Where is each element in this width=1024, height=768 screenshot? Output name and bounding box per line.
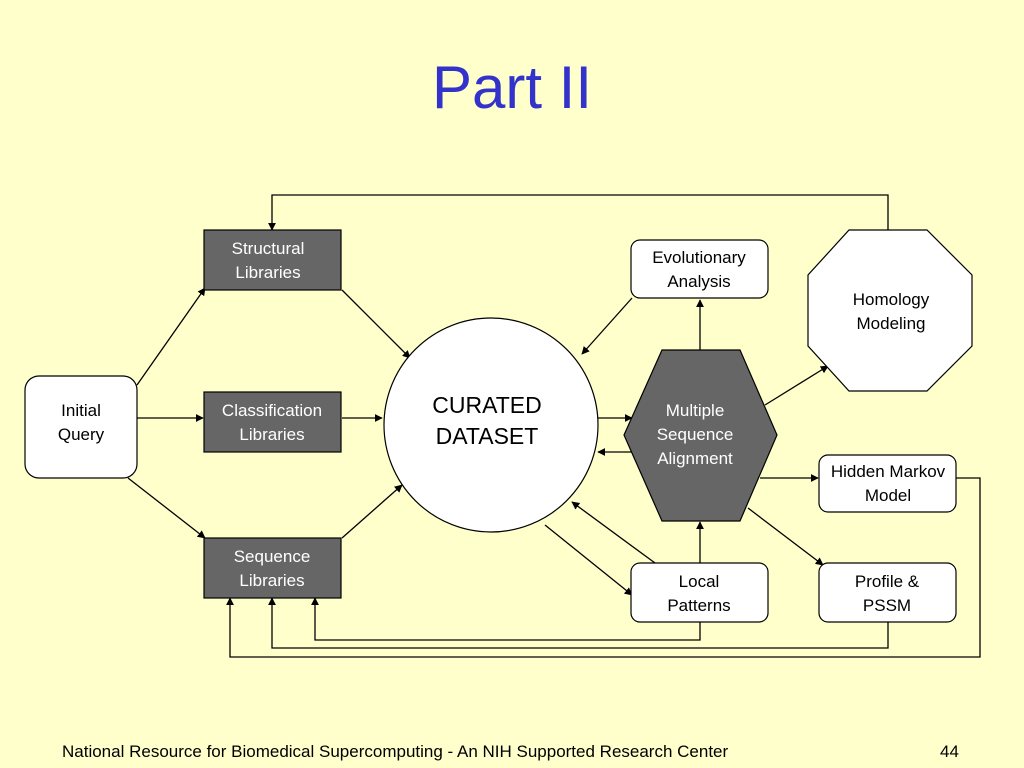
structural-libraries-line-2: Libraries <box>235 263 300 282</box>
classification-libraries-line-1: Classification <box>222 401 322 420</box>
structural-libraries-line-1: Structural <box>232 239 305 258</box>
node-homology-modeling: Homology Modeling <box>807 229 973 392</box>
profile-pssm-line-1: Profile & <box>855 572 920 591</box>
curated-dataset-line-1: CURATED <box>432 392 541 418</box>
edge-evolutionary-to-curated <box>581 297 633 355</box>
msa-line-3: Alignment <box>657 449 733 468</box>
node-multiple-sequence-alignment: Multiple Sequence Alignment <box>623 349 778 522</box>
edge-hmm-to-sequence <box>226 477 981 658</box>
evolutionary-analysis-line-1: Evolutionary <box>652 248 746 267</box>
node-structural-libraries: Structural Libraries <box>203 229 342 291</box>
hmm-line-1: Hidden Markov <box>831 462 946 481</box>
edge-query-to-sequence <box>127 477 206 539</box>
sequence-libraries-line-2: Libraries <box>239 571 304 590</box>
connectors <box>127 194 981 658</box>
curated-dataset-line-2: DATASET <box>436 423 539 449</box>
node-local-patterns: Local Patterns <box>630 562 769 623</box>
edge-profile-to-sequence <box>268 597 889 649</box>
node-initial-query: Initial Query <box>24 375 138 479</box>
local-patterns-line-2: Patterns <box>667 596 730 615</box>
node-profile-pssm: Profile & PSSM <box>818 562 957 623</box>
page-number: 44 <box>940 742 959 761</box>
edge-local-to-sequence <box>311 597 701 641</box>
edge-local-to-curated <box>571 501 656 564</box>
edge-msa-to-profile <box>747 507 824 566</box>
evolutionary-analysis-line-2: Analysis <box>667 272 730 291</box>
homology-modeling-line-1: Homology <box>853 290 930 309</box>
profile-pssm-line-2: PSSM <box>863 596 911 615</box>
edge-homology-to-structural <box>268 194 889 231</box>
msa-line-2: Sequence <box>657 425 734 444</box>
edge-msa-to-homology <box>764 365 829 406</box>
homology-modeling-line-2: Modeling <box>857 314 926 333</box>
edge-structural-to-curated <box>341 289 411 359</box>
node-sequence-libraries: Sequence Libraries <box>203 537 342 599</box>
local-patterns-line-1: Local <box>679 572 720 591</box>
initial-query-line-1: Initial <box>61 401 101 420</box>
edge-query-to-structural <box>136 287 206 386</box>
edge-sequence-to-curated <box>341 484 403 539</box>
node-evolutionary-analysis: Evolutionary Analysis <box>630 239 769 299</box>
node-classification-libraries: Classification Libraries <box>203 391 342 453</box>
edge-curated-to-local <box>544 524 633 596</box>
classification-libraries-line-2: Libraries <box>239 425 304 444</box>
hmm-line-2: Model <box>865 486 911 505</box>
slide-footer: National Resource for Biomedical Superco… <box>62 742 729 761</box>
slide-title: Part II <box>431 54 593 121</box>
node-hidden-markov-model: Hidden Markov Model <box>818 454 957 513</box>
sequence-libraries-line-1: Sequence <box>234 547 311 566</box>
node-curated-dataset: CURATED DATASET <box>383 317 599 533</box>
msa-line-1: Multiple <box>666 401 725 420</box>
initial-query-line-2: Query <box>58 425 105 444</box>
